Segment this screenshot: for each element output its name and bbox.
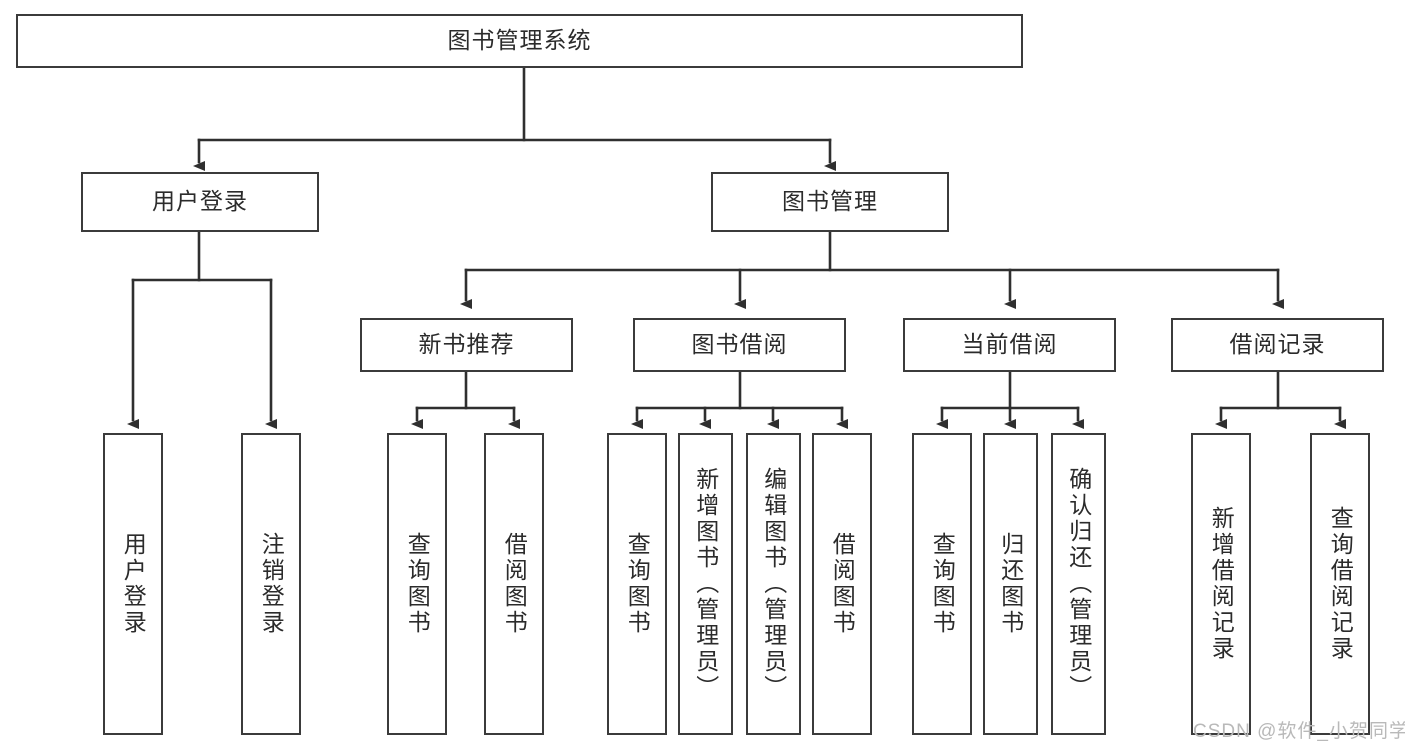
node-label: 新增借阅记录 [1208, 506, 1235, 662]
leaf-add-borrow-record[interactable]: 新增借阅记录 [1191, 433, 1251, 735]
leaf-query-borrow-record[interactable]: 查询借阅记录 [1310, 433, 1370, 735]
node-label: 查询图书 [929, 532, 956, 636]
node-label: 借阅记录 [1229, 331, 1326, 358]
node-label: 当前借阅 [961, 331, 1058, 358]
node-borrow-record[interactable]: 借阅记录 [1171, 318, 1384, 372]
node-label: 编辑图书（管理员） [760, 467, 787, 701]
node-user-login[interactable]: 用户登录 [81, 172, 319, 232]
leaf-query-book-borrow[interactable]: 查询图书 [607, 433, 667, 735]
leaf-edit-book-admin[interactable]: 编辑图书（管理员） [746, 433, 801, 735]
node-label: 借阅图书 [829, 532, 856, 636]
node-current-borrow[interactable]: 当前借阅 [903, 318, 1116, 372]
leaf-confirm-return-admin[interactable]: 确认归还（管理员） [1051, 433, 1106, 735]
leaf-borrow-book-recommend[interactable]: 借阅图书 [484, 433, 544, 735]
leaf-query-book-current[interactable]: 查询图书 [912, 433, 972, 735]
leaf-user-login[interactable]: 用户登录 [103, 433, 163, 735]
leaf-borrow-book[interactable]: 借阅图书 [812, 433, 872, 735]
node-label: 借阅图书 [501, 532, 528, 636]
leaf-logout[interactable]: 注销登录 [241, 433, 301, 735]
node-label: 查询图书 [404, 532, 431, 636]
csdn-watermark: CSDN @软件_小贺同学 [1193, 721, 1405, 742]
node-label: 图书管理 [782, 188, 878, 215]
node-book-management[interactable]: 图书管理 [711, 172, 949, 232]
node-label: 用户登录 [152, 188, 248, 215]
node-label: 新增图书（管理员） [692, 467, 719, 701]
node-label: 归还图书 [997, 532, 1024, 636]
node-label: 图书借阅 [691, 331, 788, 358]
leaf-return-book[interactable]: 归还图书 [983, 433, 1038, 735]
node-label: 查询借阅记录 [1327, 506, 1354, 662]
leaf-add-book-admin[interactable]: 新增图书（管理员） [678, 433, 733, 735]
node-root-book-management-system[interactable]: 图书管理系统 [16, 14, 1023, 68]
leaf-query-book-recommend[interactable]: 查询图书 [387, 433, 447, 735]
node-new-book-recommend[interactable]: 新书推荐 [360, 318, 573, 372]
node-label: 确认归还（管理员） [1065, 467, 1092, 701]
node-label: 图书管理系统 [447, 27, 592, 54]
node-label: 查询图书 [624, 532, 651, 636]
node-label: 新书推荐 [418, 331, 515, 358]
node-label: 用户登录 [120, 532, 147, 636]
node-label: 注销登录 [258, 532, 285, 636]
node-book-borrow[interactable]: 图书借阅 [633, 318, 846, 372]
